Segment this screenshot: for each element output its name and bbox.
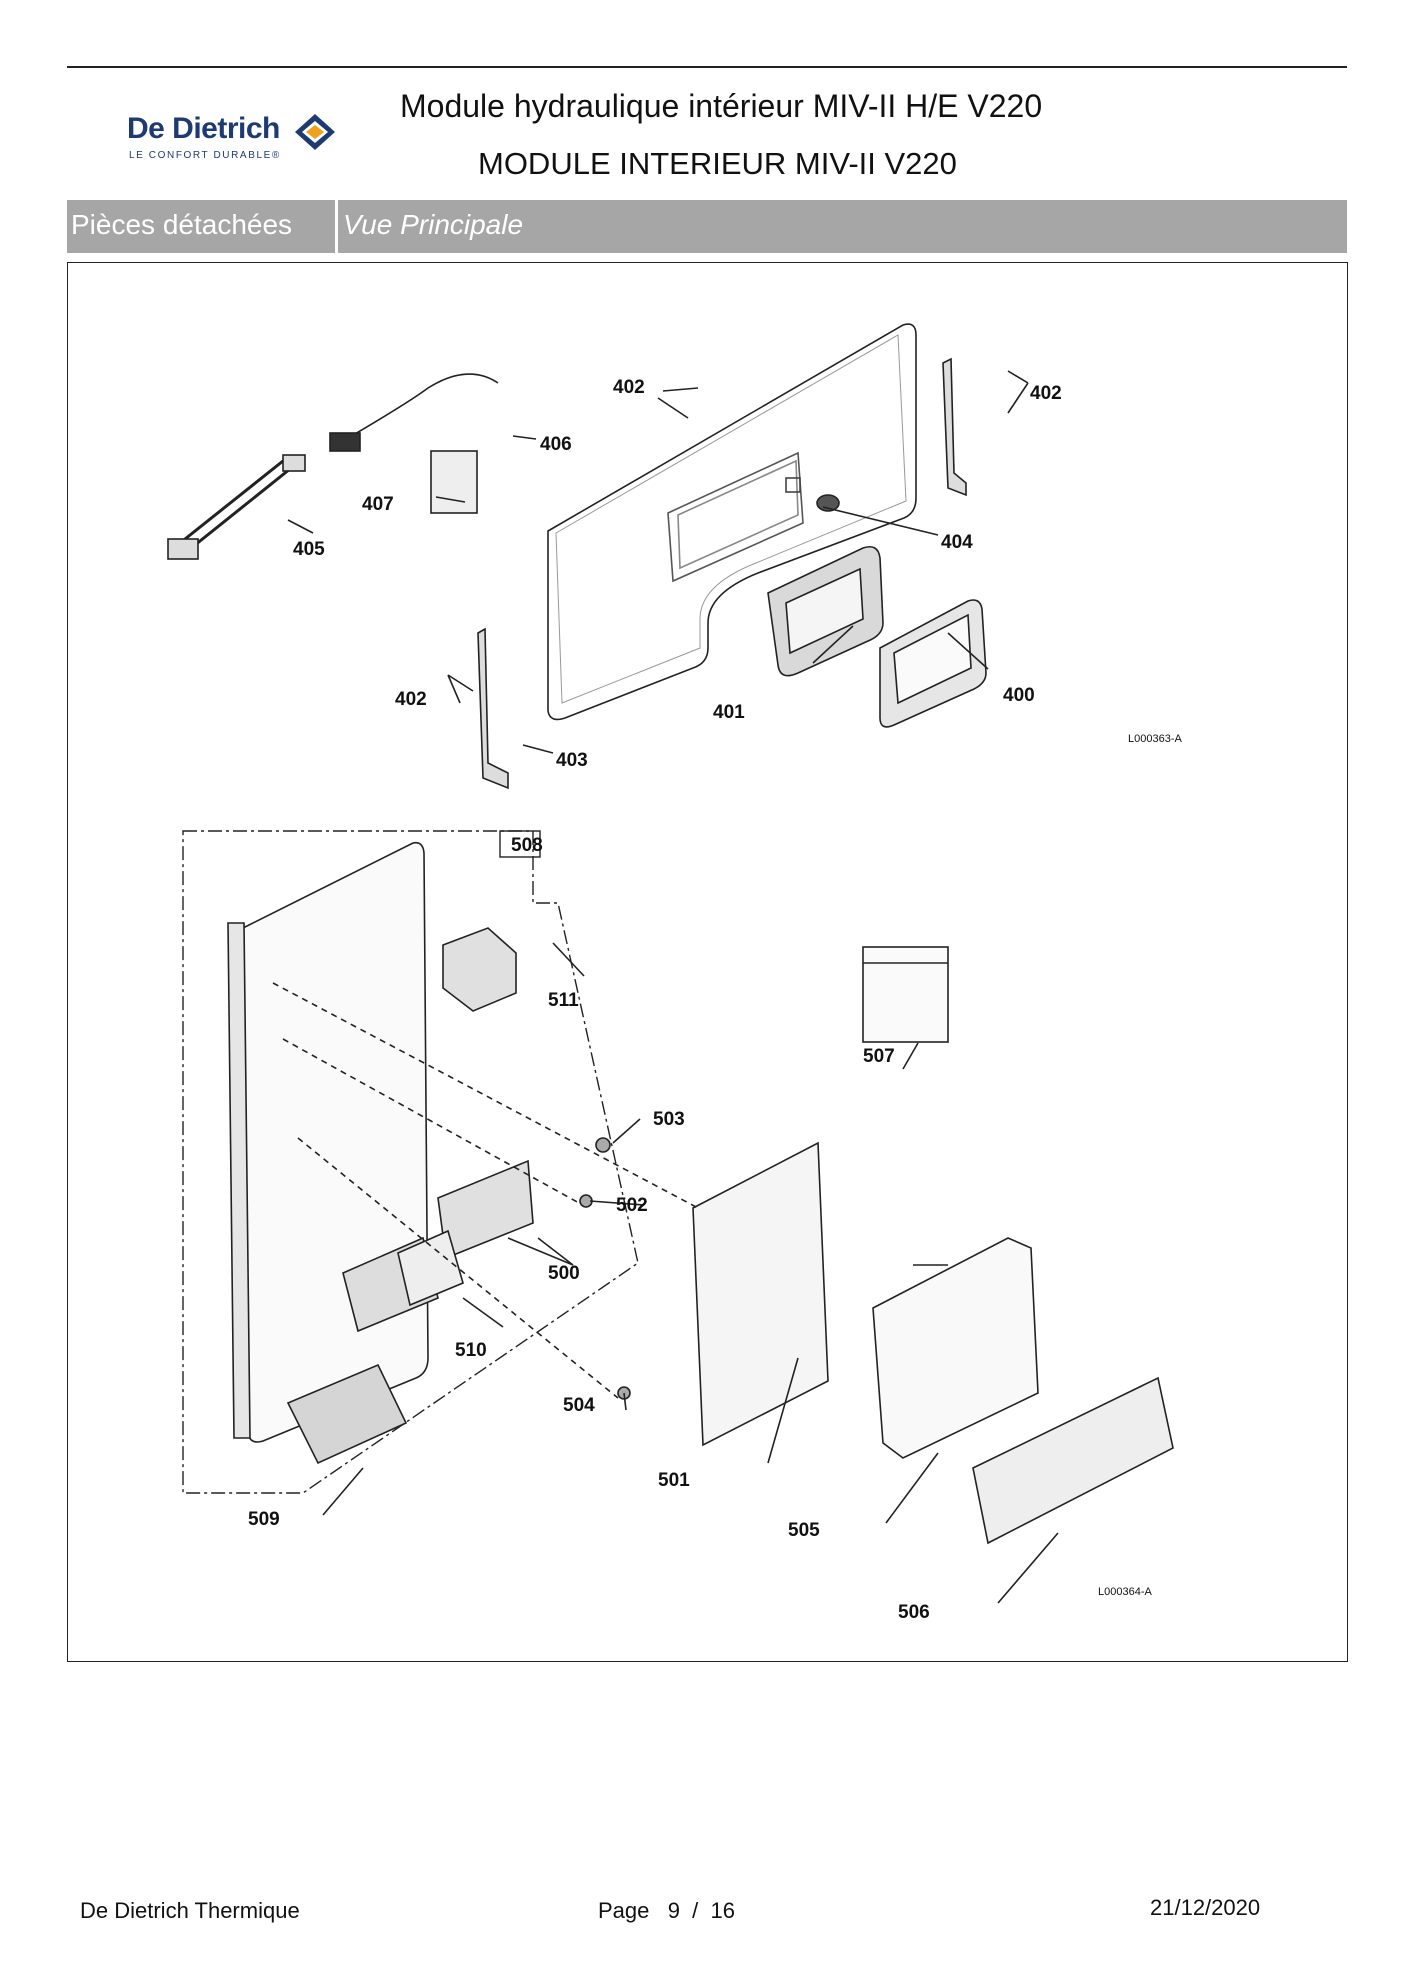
terminal-block-509 bbox=[286, 1363, 408, 1465]
brand-logo: De Dietrich LE CONFORT DURABLE® bbox=[127, 108, 347, 168]
callout-403: 403 bbox=[556, 750, 588, 771]
view-label: Vue Principale bbox=[343, 209, 524, 240]
callout-502: 502 bbox=[616, 1195, 648, 1216]
bracket-403 bbox=[477, 627, 509, 790]
callout-504: 504 bbox=[563, 1395, 595, 1416]
callout-404: 404 bbox=[941, 532, 973, 553]
callout-400: 400 bbox=[1003, 685, 1035, 706]
callout-500: 500 bbox=[548, 1263, 580, 1284]
callout-402-left: 402 bbox=[395, 689, 427, 710]
footer-company: De Dietrich Thermique bbox=[80, 1898, 300, 1923]
callout-505: 505 bbox=[788, 1520, 820, 1541]
section-bar-left: Pièces détachées bbox=[67, 200, 338, 253]
callout-507: 507 bbox=[863, 1046, 895, 1067]
callout-402-right: 402 bbox=[1030, 383, 1062, 404]
bag-507 bbox=[862, 946, 949, 1043]
ref-code-lower: L000364-A bbox=[1098, 1586, 1152, 1598]
footer-date: 21/12/2020 bbox=[1150, 1895, 1261, 1920]
callout-509: 509 bbox=[248, 1509, 280, 1530]
brand-tagline: LE CONFORT DURABLE® bbox=[129, 150, 281, 161]
diamond-logo-icon bbox=[295, 114, 335, 150]
brand-name: De Dietrich bbox=[127, 112, 280, 145]
bracket-505 bbox=[872, 1237, 1039, 1459]
callout-503: 503 bbox=[653, 1109, 685, 1130]
callout-510: 510 bbox=[455, 1340, 487, 1361]
control-panel-facade bbox=[547, 323, 917, 721]
assembly-outline-508 bbox=[182, 830, 639, 1494]
callout-402-top: 402 bbox=[613, 377, 645, 398]
pcb-501 bbox=[692, 1141, 829, 1447]
board-506 bbox=[972, 1376, 1174, 1545]
callout-511: 511 bbox=[548, 990, 579, 1011]
callout-508: 508 bbox=[511, 835, 543, 856]
document-title: Module hydraulique intérieur MIV-II H/E … bbox=[400, 88, 1043, 124]
back-plate bbox=[242, 841, 429, 1443]
top-rule bbox=[67, 66, 1347, 68]
callout-405: 405 bbox=[293, 539, 325, 560]
document-subtitle: MODULE INTERIEUR MIV-II V220 bbox=[478, 146, 957, 181]
footer-page-number: Page 9 / 16 bbox=[598, 1898, 735, 1923]
relay-407 bbox=[430, 450, 478, 514]
callout-401: 401 bbox=[713, 702, 745, 723]
section-bar: Pièces détachées Vue Principale bbox=[67, 200, 1347, 253]
relay-511 bbox=[442, 927, 517, 1012]
callout-labels: 402 402 406 407 405 404 402 401 400 403 … bbox=[248, 377, 1182, 1623]
callout-407: 407 bbox=[362, 494, 394, 515]
section-label: Pièces détachées bbox=[71, 209, 293, 240]
knob-404 bbox=[816, 494, 840, 512]
callout-501: 501 bbox=[658, 1470, 690, 1491]
callout-506: 506 bbox=[898, 1602, 930, 1623]
exploded-view-drawing: 402 402 406 407 405 404 402 401 400 403 … bbox=[167, 323, 1182, 1623]
exploded-view-frame: 402 402 406 407 405 404 402 401 400 403 … bbox=[67, 262, 1348, 1662]
callout-406: 406 bbox=[540, 434, 572, 455]
ref-code-upper: L000363-A bbox=[1128, 733, 1182, 745]
